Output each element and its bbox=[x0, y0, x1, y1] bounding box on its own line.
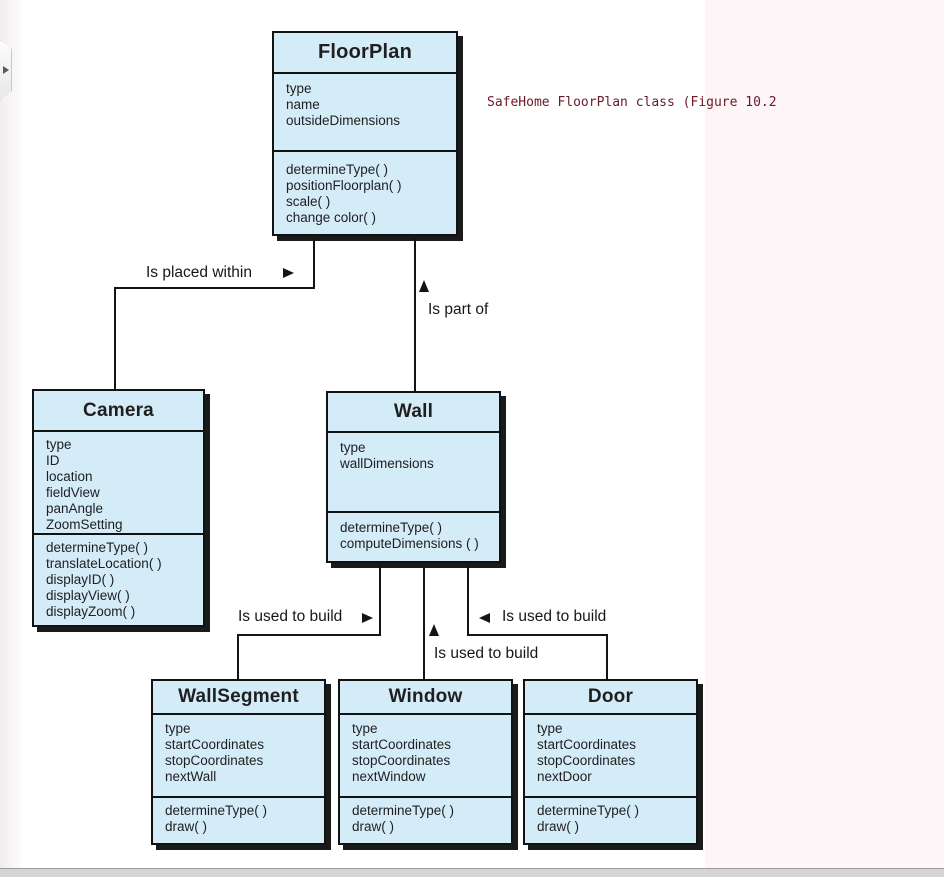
operation: determineType( ) bbox=[165, 803, 268, 818]
attribute: type bbox=[165, 721, 191, 736]
connector-line bbox=[423, 565, 425, 679]
connector-line bbox=[467, 634, 608, 636]
arrow-right-icon bbox=[362, 613, 373, 623]
relationship-label: Is used to build bbox=[238, 608, 343, 625]
connector-line bbox=[414, 238, 416, 391]
class-title: WallSegment bbox=[153, 681, 324, 715]
relationship-label: Is used to build bbox=[434, 645, 539, 662]
relationship-label: Is used to build bbox=[502, 608, 607, 625]
attribute: stopCoordinates bbox=[352, 753, 451, 768]
class-title: Camera bbox=[34, 391, 203, 432]
page-margin-left bbox=[0, 0, 25, 877]
arrow-up-icon bbox=[419, 280, 429, 292]
operation: determineType( ) bbox=[537, 803, 640, 818]
class-title: Window bbox=[340, 681, 511, 715]
class-wall[interactable]: Wall type wallDimensions determineType( … bbox=[326, 391, 501, 563]
attribute: nextDoor bbox=[537, 769, 592, 784]
arrow-left-icon bbox=[479, 613, 490, 623]
connector-line bbox=[114, 287, 315, 289]
operation: displayZoom( ) bbox=[46, 604, 136, 619]
attribute: stopCoordinates bbox=[537, 753, 636, 768]
attribute: nextWindow bbox=[352, 769, 426, 784]
connector-line bbox=[379, 565, 381, 636]
operation: draw( ) bbox=[352, 819, 395, 834]
arrow-up-icon bbox=[429, 624, 439, 636]
class-operations: determineType( ) draw( ) bbox=[525, 798, 696, 843]
class-attributes: type name outsideDimensions bbox=[274, 74, 456, 152]
operation: determineType( ) bbox=[46, 540, 149, 555]
attribute: startCoordinates bbox=[537, 737, 637, 752]
operation: draw( ) bbox=[165, 819, 208, 834]
attribute: wallDimensions bbox=[340, 456, 434, 471]
attribute: outsideDimensions bbox=[286, 113, 401, 128]
operation: scale( ) bbox=[286, 194, 331, 209]
class-operations: determineType( ) translateLocation( ) di… bbox=[34, 535, 203, 625]
class-camera[interactable]: Camera type ID location fieldView panAng… bbox=[32, 389, 205, 627]
connector-line bbox=[467, 565, 469, 636]
connector-line bbox=[237, 634, 239, 679]
operation: change color( ) bbox=[286, 210, 377, 225]
attribute: fieldView bbox=[46, 485, 100, 500]
class-floorplan[interactable]: FloorPlan type name outsideDimensions de… bbox=[272, 31, 458, 236]
attribute: type bbox=[340, 440, 366, 455]
attribute: ID bbox=[46, 453, 60, 468]
class-attributes: type startCoordinates stopCoordinates ne… bbox=[525, 715, 696, 798]
horizontal-scrollbar[interactable] bbox=[0, 868, 944, 877]
class-title: Wall bbox=[328, 393, 499, 433]
class-attributes: type wallDimensions bbox=[328, 433, 499, 513]
class-window[interactable]: Window type startCoordinates stopCoordin… bbox=[338, 679, 513, 845]
connector-line bbox=[237, 634, 381, 636]
operation: translateLocation( ) bbox=[46, 556, 162, 571]
attribute: type bbox=[352, 721, 378, 736]
figure-caption: SafeHome FloorPlan class (Figure 10.2 bbox=[487, 95, 777, 110]
class-door[interactable]: Door type startCoordinates stopCoordinat… bbox=[523, 679, 698, 845]
operation: determineType( ) bbox=[286, 162, 389, 177]
attribute: startCoordinates bbox=[165, 737, 265, 752]
operation: draw( ) bbox=[537, 819, 580, 834]
arrow-right-icon bbox=[283, 268, 294, 278]
connector-line bbox=[606, 634, 608, 679]
operation: computeDimensions ( ) bbox=[340, 536, 479, 551]
attribute: stopCoordinates bbox=[165, 753, 264, 768]
relationship-label: Is placed within bbox=[146, 264, 252, 281]
chevron-right-icon bbox=[2, 66, 9, 74]
collapsed-panel-tab[interactable] bbox=[0, 40, 12, 100]
connector-line bbox=[313, 238, 315, 289]
operation: positionFloorplan( ) bbox=[286, 178, 402, 193]
operation: determineType( ) bbox=[340, 520, 443, 535]
class-operations: determineType( ) draw( ) bbox=[340, 798, 511, 843]
attribute: type bbox=[46, 437, 72, 452]
attribute: location bbox=[46, 469, 93, 484]
attribute: panAngle bbox=[46, 501, 104, 516]
relationship-label: Is part of bbox=[428, 301, 489, 318]
attribute: ZoomSetting bbox=[46, 517, 123, 532]
class-attributes: type startCoordinates stopCoordinates ne… bbox=[153, 715, 324, 798]
class-operations: determineType( ) draw( ) bbox=[153, 798, 324, 843]
attribute: name bbox=[286, 97, 320, 112]
class-operations: determineType( ) positionFloorplan( ) sc… bbox=[274, 152, 456, 234]
page-margin-right bbox=[705, 0, 944, 877]
class-attributes: type startCoordinates stopCoordinates ne… bbox=[340, 715, 511, 798]
class-title: FloorPlan bbox=[274, 33, 456, 74]
class-wallsegment[interactable]: WallSegment type startCoordinates stopCo… bbox=[151, 679, 326, 845]
class-operations: determineType( ) computeDimensions ( ) bbox=[328, 513, 499, 561]
attribute: type bbox=[286, 81, 312, 96]
operation: determineType( ) bbox=[352, 803, 455, 818]
connector-line bbox=[114, 287, 116, 389]
attribute: type bbox=[537, 721, 563, 736]
class-title: Door bbox=[525, 681, 696, 715]
attribute: nextWall bbox=[165, 769, 217, 784]
operation: displayID( ) bbox=[46, 572, 115, 587]
class-attributes: type ID location fieldView panAngle Zoom… bbox=[34, 432, 203, 535]
attribute: startCoordinates bbox=[352, 737, 452, 752]
operation: displayView( ) bbox=[46, 588, 130, 603]
